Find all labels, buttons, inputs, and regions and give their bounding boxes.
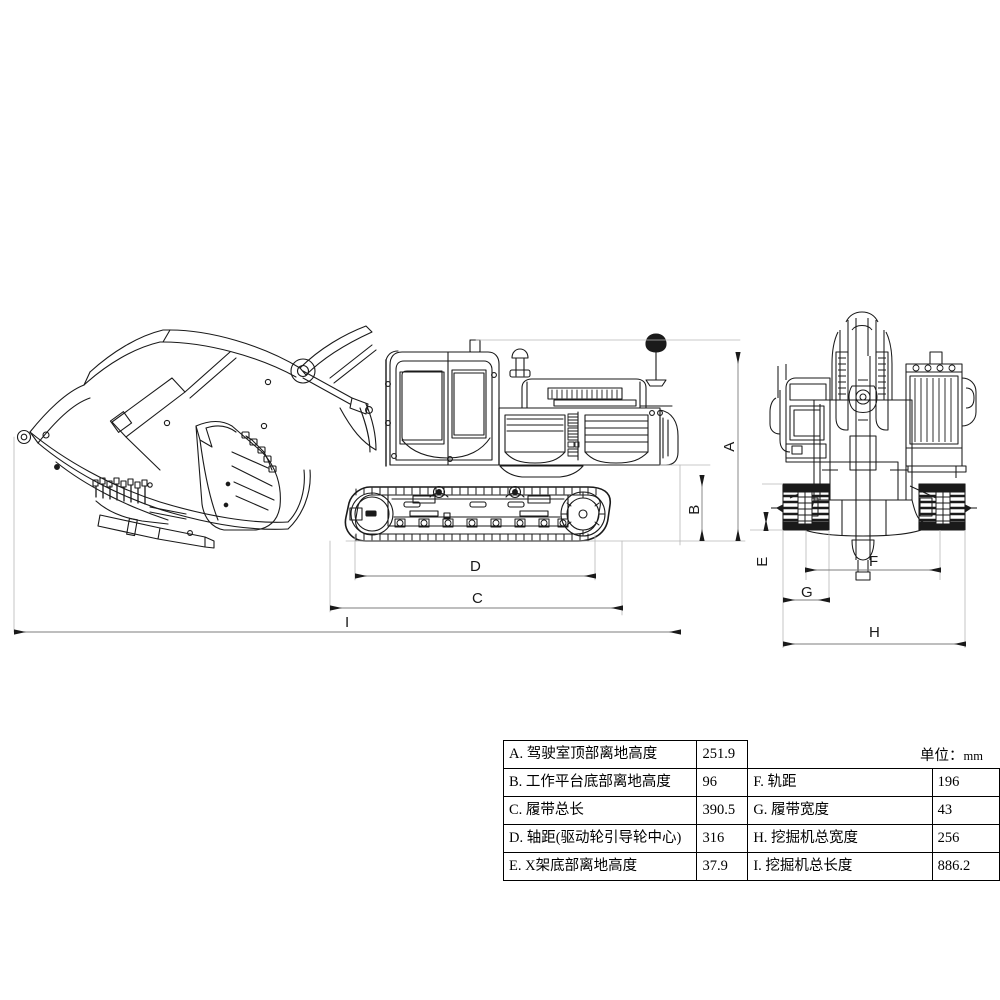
spec-value-c: 390.5	[696, 796, 749, 825]
dimension-label-h: H	[869, 624, 881, 641]
units-note: 单位：mm	[920, 744, 983, 765]
spec-value-empty	[932, 741, 999, 769]
front-view-excavator	[750, 311, 977, 648]
spec-label-f: F. 轨距	[747, 768, 933, 797]
units-prefix: 单位：	[920, 748, 964, 764]
dimension-label-f: F	[869, 553, 879, 570]
spec-value-e: 37.9	[696, 852, 749, 881]
spec-value-i: 886.2	[931, 852, 1000, 881]
dimension-label-a: A	[720, 441, 738, 452]
operator-cab	[385, 339, 500, 467]
spec-label-d: D. 轴距(驱动轮引导轮中心)	[502, 824, 698, 853]
spec-value-g: 43	[931, 796, 1000, 825]
dimension-label-e: E	[753, 556, 771, 567]
spec-label-e: E. X架底部离地高度	[502, 852, 698, 881]
side-view-excavator	[13, 325, 746, 633]
dimension-label-c: C	[472, 590, 484, 607]
spec-value-h: 256	[931, 824, 1000, 853]
table-row: B. 工作平台底部离地高度 96 F. 轨距 196	[502, 768, 1000, 797]
spec-label-c: C. 履带总长	[502, 796, 698, 825]
table-row: D. 轴距(驱动轮引导轮中心) 316 H. 挖掘机总宽度 256	[502, 824, 1000, 853]
spec-label-b: B. 工作平台底部离地高度	[502, 768, 698, 797]
dimension-label-i: I	[345, 614, 350, 631]
spec-value-d: 316	[696, 824, 749, 853]
spec-label-a: A. 驾驶室顶部离地高度	[502, 740, 698, 769]
spec-value-b: 96	[696, 768, 749, 797]
dimension-label-d: D	[470, 558, 482, 575]
boom-cab-linkage	[302, 344, 377, 453]
upper-structure	[498, 333, 679, 466]
stick-arm	[29, 431, 311, 549]
specification-table: A. 驾驶室顶部离地高度 251.9 B. 工作平台底部离地高度 96 F. 轨…	[502, 740, 1000, 881]
spec-label-g: G. 履带宽度	[747, 796, 933, 825]
spec-label-h: H. 挖掘机总宽度	[747, 824, 933, 853]
table-row: A. 驾驶室顶部离地高度 251.9	[502, 740, 1000, 769]
dimension-label-b: B	[685, 504, 703, 515]
boom-assembly	[16, 325, 373, 488]
swing-bearing	[499, 465, 584, 478]
bucket	[195, 420, 281, 531]
track-assembly	[344, 485, 612, 542]
side-view-dimensions	[14, 352, 741, 635]
table-row: E. X架底部离地高度 37.9 I. 挖掘机总长度 886.2	[502, 852, 1000, 881]
front-view-left-track	[771, 483, 830, 531]
spec-value-f: 196	[931, 768, 1000, 797]
table-row: C. 履带总长 390.5 G. 履带宽度 43	[502, 796, 1000, 825]
front-view-dimensions	[763, 512, 966, 647]
front-view-right-track	[918, 483, 977, 531]
spec-value-a: 251.9	[696, 740, 749, 769]
projection-lines	[13, 339, 746, 633]
spec-label-empty	[748, 741, 932, 769]
spec-label-i: I. 挖掘机总长度	[747, 852, 933, 881]
dimension-label-g: G	[801, 584, 814, 601]
units-value: mm	[963, 749, 983, 763]
